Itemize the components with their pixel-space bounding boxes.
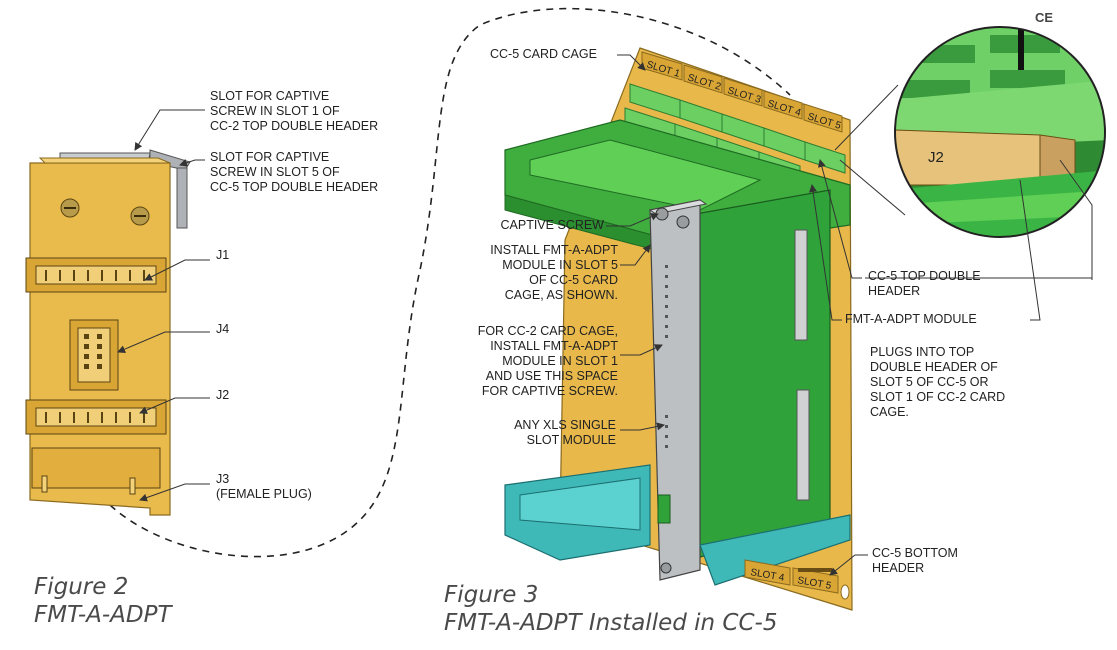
inset-corner-text: CE — [1035, 10, 1053, 25]
callout-cc2-note: FOR CC-2 CARD CAGE, INSTALL FMT-A-ADPT M… — [477, 324, 618, 398]
cc5-card-cage — [504, 47, 853, 611]
screw-icon — [130, 206, 150, 226]
j1-connector — [25, 257, 167, 293]
screw-icon — [655, 207, 690, 574]
callout-top-double-header: CC-5 TOP DOUBLE HEADER — [868, 269, 981, 298]
j3-female-plug — [31, 447, 161, 495]
callout-install-slot5: INSTALL FMT-A-ADPT MODULE IN SLOT 5 OF C… — [490, 243, 618, 302]
callout-xls-module: ANY XLS SINGLE SLOT MODULE — [514, 418, 616, 447]
dashed-link-curve — [109, 7, 791, 558]
callout-j2: J2 — [216, 388, 230, 402]
magnified-inset: J2 CE — [894, 10, 1106, 238]
top-slot-labels — [641, 51, 843, 133]
callout-cc5-card-cage: CC-5 CARD CAGE — [490, 47, 597, 61]
figure3-caption-subtitle: FMT-A-ADPT Installed in CC-5 — [444, 610, 778, 636]
figure3-caption-title: Figure 3 — [444, 582, 539, 608]
callout-fmt-module: FMT-A-ADPT MODULE — [845, 312, 977, 326]
fmt-a-adpt-board — [25, 149, 191, 516]
figure2-caption-subtitle: FMT-A-ADPT — [34, 602, 172, 628]
inset-j2-label: J2 — [928, 149, 944, 166]
figure2-leaders — [117, 109, 210, 502]
callout-slot-captive-screw-slot5: SLOT FOR CAPTIVE SCREW IN SLOT 5 OF CC-5… — [210, 150, 379, 194]
callout-captive-screw: CAPTIVE SCREW — [500, 218, 605, 232]
j4-connector — [69, 319, 119, 391]
callout-slot-captive-screw-slot1: SLOT FOR CAPTIVE SCREW IN SLOT 1 OF CC-2… — [210, 89, 379, 133]
callout-j4: J4 — [216, 322, 230, 336]
callout-plugs-into: PLUGS INTO TOP DOUBLE HEADER OF SLOT 5 O… — [870, 345, 1006, 419]
j2-connector — [25, 399, 167, 435]
figure3-leaders — [606, 54, 1093, 576]
callout-j3: J3 (FEMALE PLUG) — [216, 472, 312, 501]
figure2-caption-title: Figure 2 — [34, 574, 129, 600]
callout-bottom-header: CC-5 BOTTOM HEADER — [872, 546, 958, 575]
callout-j1: J1 — [216, 248, 230, 262]
screw-icon — [60, 198, 80, 218]
